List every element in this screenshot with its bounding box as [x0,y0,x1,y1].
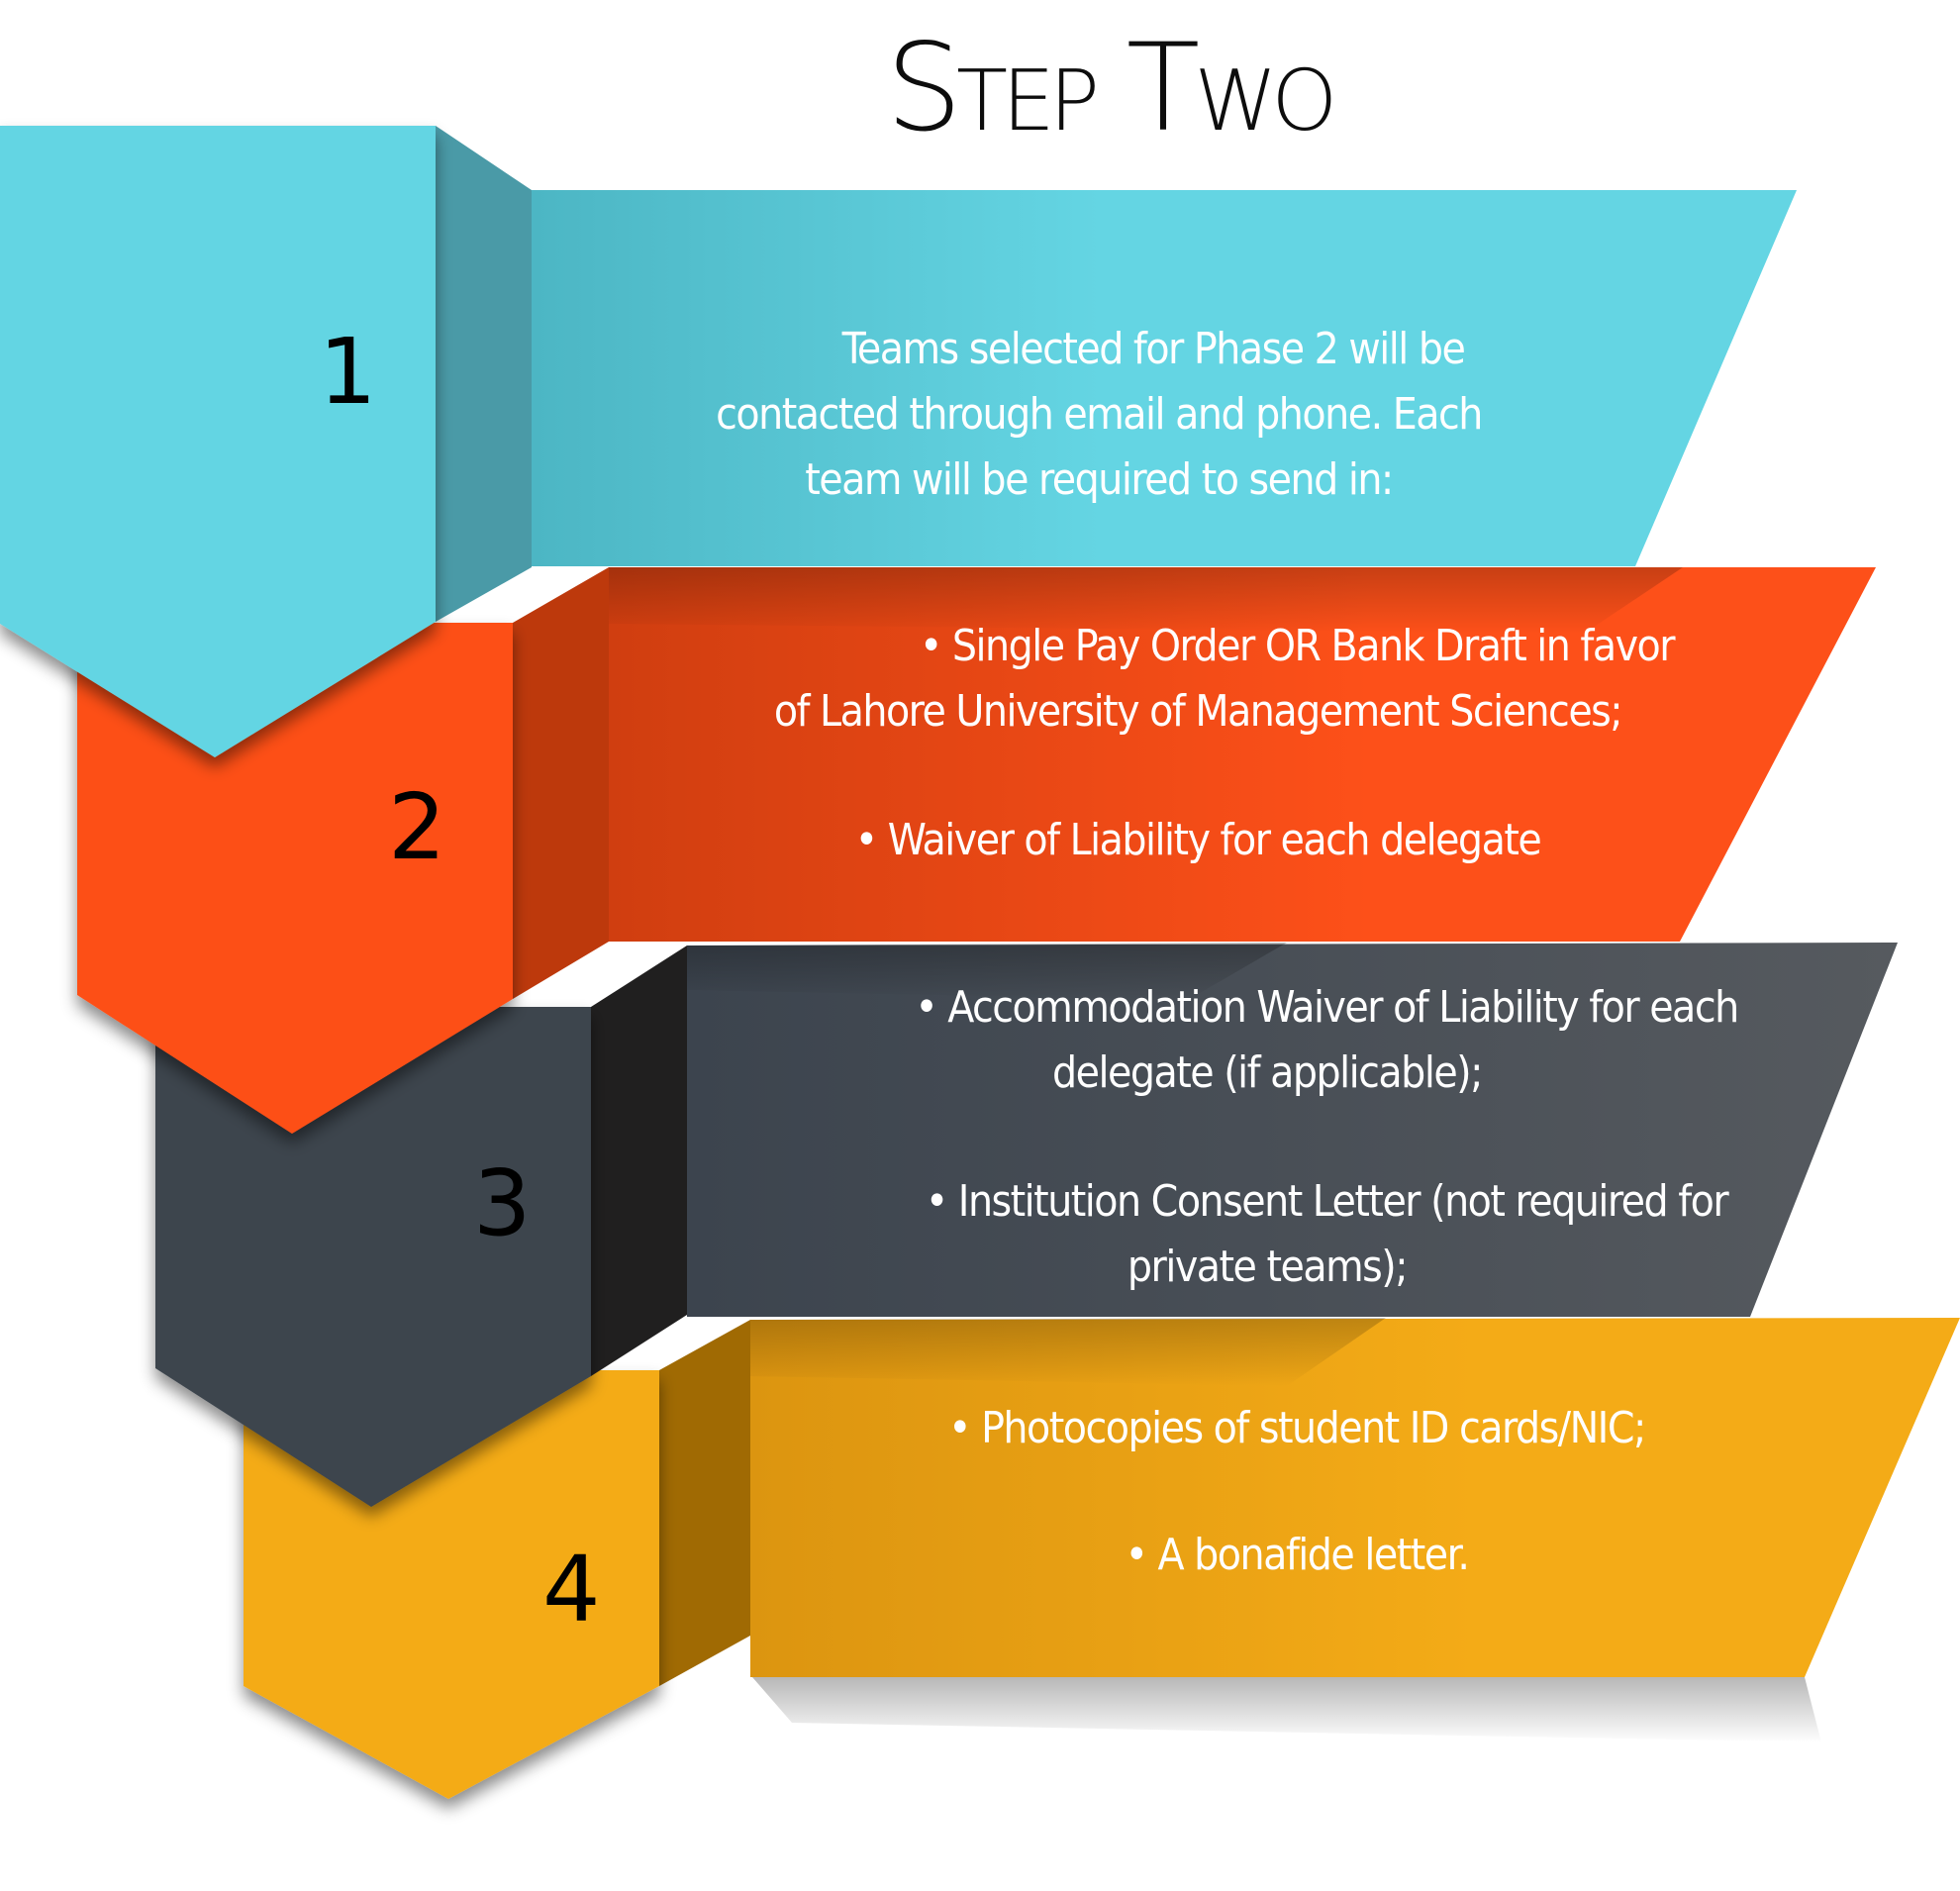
step-3-item-2-line: • Institution Consent Letter (not requir… [925,1176,1729,1227]
step-3-text: • Accommodation Waiver of Liability for … [812,975,1841,1300]
step-3-item-2-line: private teams); [1127,1242,1409,1292]
step-4-text: • Photocopies of student ID cards/NIC; •… [851,1396,1742,1588]
step-4-number: 4 [542,1537,601,1642]
step-2-item-1-line: • Single Pay Order OR Bank Draft in favo… [919,621,1676,671]
step-1-line: contacted through email and phone. Each [716,389,1483,440]
step-4-item-1-line: • Photocopies of student ID cards/NIC; [948,1403,1646,1453]
step-3-item-1-line: • Accommodation Waiver of Liability for … [915,982,1739,1033]
step-2-shape [77,567,1876,1134]
page-title: Step Two [885,18,1338,158]
step-1-shape [0,126,1797,757]
step-3-item-1-line: delegate (if applicable); [1052,1047,1483,1098]
step-1-line: Teams selected for Phase 2 will be [841,324,1466,374]
step-2-number: 2 [388,774,446,880]
step-1-text: Teams selected for Phase 2 will be conta… [594,317,1604,513]
step-4-item-2-line: • A bonafide letter. [1125,1530,1470,1580]
step-1-number: 1 [319,319,377,425]
step-3-number: 3 [473,1150,532,1256]
step-2-text: • Single Pay Order OR Bank Draft in favo… [643,614,1752,873]
step-2-item-1-line: of Lahore University of Management Scien… [773,686,1623,737]
step-1-line: team will be required to send in: [805,454,1394,505]
step-2-item-2-line: • Waiver of Liability for each delegate [854,815,1542,865]
step-3-shape [155,943,1898,1507]
